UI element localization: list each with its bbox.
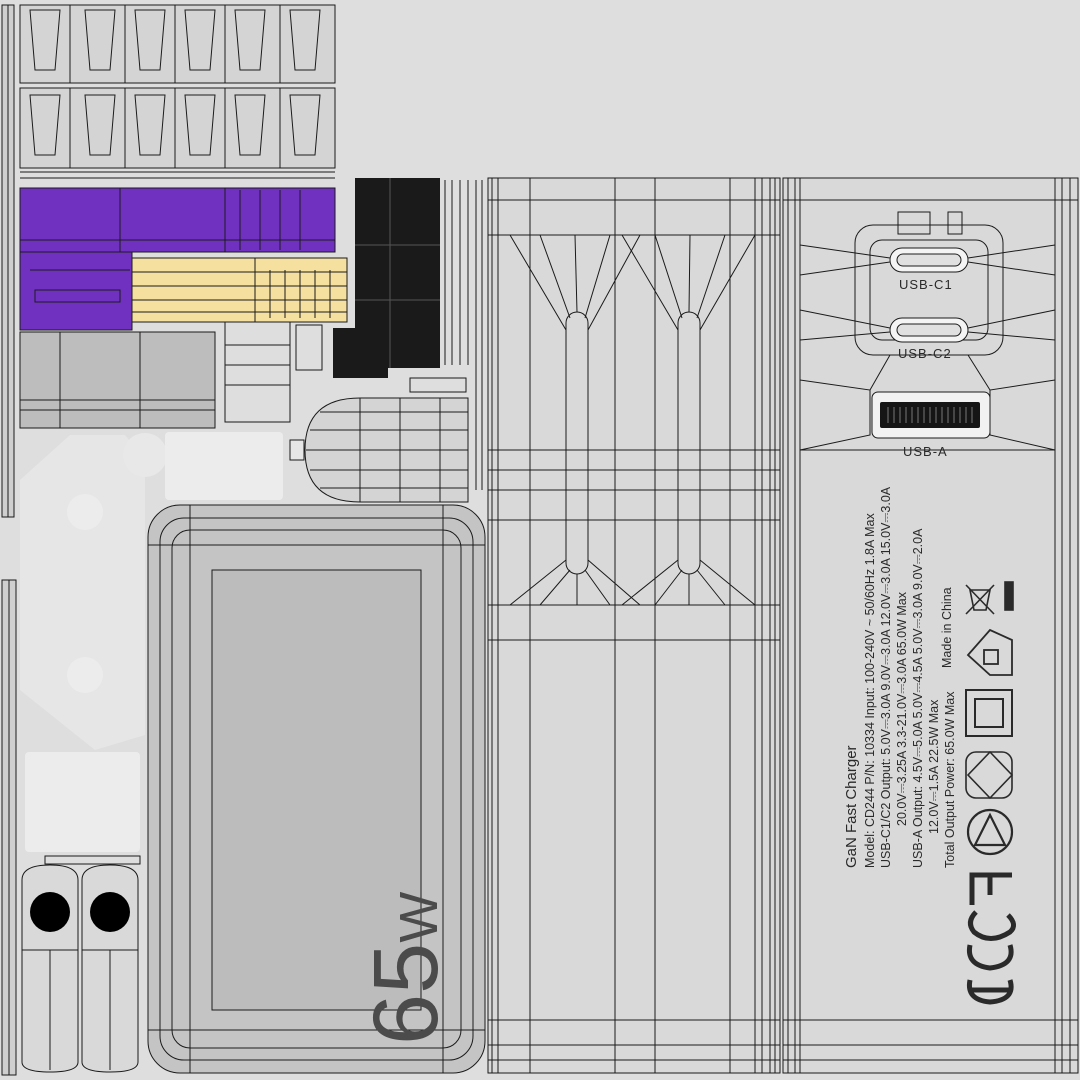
barrel-uv-island <box>304 377 469 503</box>
dark-uv-island <box>333 178 483 490</box>
double-square-icon <box>965 689 1013 737</box>
ce-icon <box>966 944 1014 1005</box>
light-shapes <box>20 432 305 852</box>
wattage-unit: W <box>389 891 449 943</box>
spec-line-usbc-output: USB-C1/C2 Output: 5.0V⎓3.0A 9.0V⎓3.0A 12… <box>879 486 893 868</box>
prong-grid <box>19 4 336 179</box>
usb-c1-port <box>889 247 969 273</box>
spec-line-usba-output: USB-A Output: 4.5V⎓5.0A 5.0V⎓4.5A 5.0V⎓3… <box>911 528 925 868</box>
left-strip <box>1 4 17 1076</box>
spec-label-block: GaN Fast Charger Model: CD244 P/N: 10334… <box>842 487 958 868</box>
yellow-uv-island <box>131 257 348 323</box>
house-icon <box>966 628 1013 676</box>
usb-c2-port <box>889 317 969 343</box>
spec-title: GaN Fast Charger <box>843 745 860 868</box>
spec-line-usbc-output-2: 20.0V⎓3.25A 3.3-21.0V⎓3.0A 65.0W Max <box>895 592 909 826</box>
fc-icon <box>968 872 1016 941</box>
wattage-label: 65W <box>355 891 457 1045</box>
wattage-number: 65 <box>355 942 457 1045</box>
body-face <box>147 504 486 1074</box>
usb-a-label: USB-A <box>903 444 948 459</box>
purple-uv-island <box>19 187 336 331</box>
spec-line-total-output: Total Output Power: 65.0W Max <box>943 691 957 868</box>
spec-line-usba-output-2: 12.0V⎓1.5A 22.5W Max <box>927 699 941 834</box>
prong-parts <box>21 855 141 1073</box>
usb-c2-label: USB-C2 <box>898 346 952 361</box>
usb-a-port <box>871 391 991 439</box>
grey-uv-island <box>19 321 323 429</box>
recycle-bin-icon <box>965 581 1014 615</box>
rcm-icon <box>966 808 1014 856</box>
spec-line-model: Model: CD244 P/N: 10334 Input: 100-240V … <box>863 513 877 868</box>
usb-c1-label: USB-C1 <box>899 277 953 292</box>
middle-panel <box>487 177 781 1074</box>
pse-icon <box>965 750 1014 800</box>
made-in-label: Made in China <box>940 587 954 668</box>
